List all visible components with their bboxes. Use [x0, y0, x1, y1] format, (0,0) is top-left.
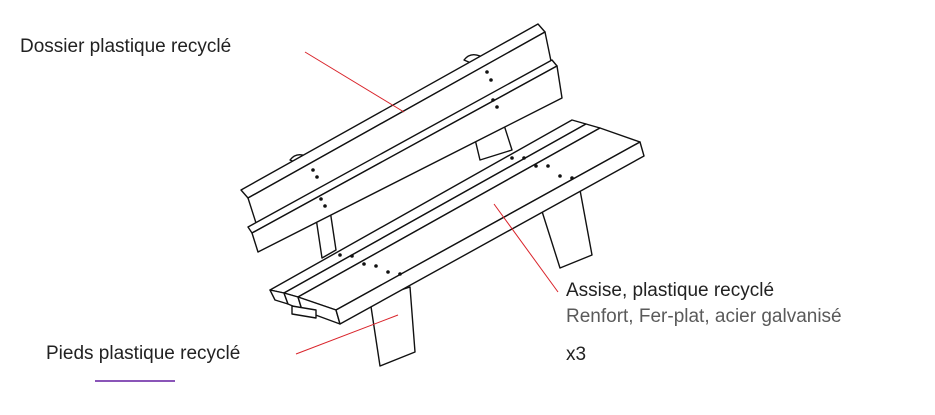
accent-bar	[95, 380, 175, 382]
leader-line-legs	[295, 314, 399, 355]
label-legs: Pieds plastique recyclé	[46, 343, 241, 364]
reinforcement-bar	[291, 305, 317, 319]
label-backrest: Dossier plastique recyclé	[20, 36, 232, 57]
label-seat: Assise, plastique recyclé	[566, 280, 775, 301]
label-reinforcement: Renfort, Fer-plat, acier galvanisé	[566, 306, 842, 327]
leader-line-backrest	[304, 51, 405, 113]
leader-line-seat	[493, 203, 559, 293]
bolt-holes	[311, 70, 574, 276]
label-quantity: x3	[566, 344, 587, 365]
backrest-plank-lower-face	[251, 65, 563, 253]
seat-plank-front-side	[335, 141, 645, 325]
